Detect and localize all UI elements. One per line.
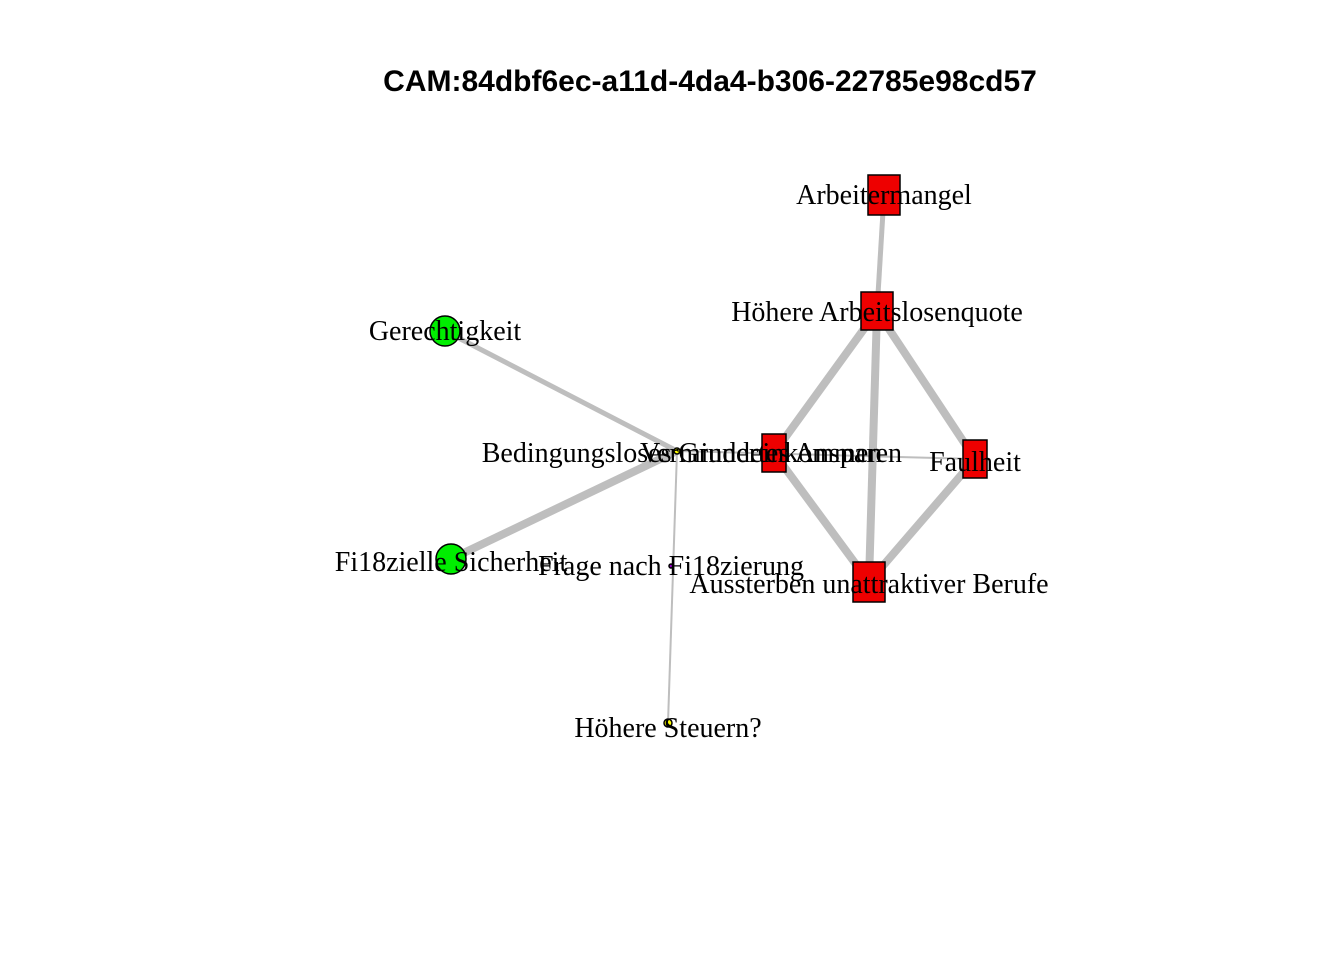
edge-hoehere-arbeitslosenquote-to-faulheit [873,308,979,462]
edge-bedingungsloses-grundeinkommen-to-hoehere-steuern [667,450,678,724]
node-label-arbeitermangel: Arbeitermangel [796,180,972,211]
node-hoehere-steuern [663,718,673,728]
node-finanzielle-sicherheit [435,543,467,575]
node-label-aussterben-unattraktiver-berufe: Aussterben unattraktiver Berufe [689,569,1048,600]
node-arbeitermangel [867,174,901,216]
edge-faulheit-to-aussterben-unattraktiver-berufe [865,456,979,585]
node-label-gerechtigkeit: Gerechtigkeit [369,316,522,347]
node-label-faulheit: Faulheit [929,447,1021,478]
node-hoehere-arbeitslosenquote [860,291,894,331]
edge-bedingungsloses-grundeinkommen-to-faulheit [676,450,976,460]
edge-hoehere-arbeitslosenquote-to-vermindertes-ansparen [770,308,881,456]
node-gerechtigkeit [429,315,461,347]
node-bedingungsloses-grundeinkommen [673,447,681,455]
edge-vermindertes-ansparen-to-aussterben-unattraktiver-berufe [770,450,873,585]
node-faulheit [962,439,988,479]
node-frage-nach-finanzierung [668,563,674,569]
edge-hoehere-arbeitslosenquote-to-aussterben-unattraktiver-berufe [865,310,881,583]
node-label-finanzielle-sicherheit: Fi18zielle Sicherheit [335,547,568,578]
edge-bedingungsloses-grundeinkommen-to-finanzielle-sicherheit [449,447,679,563]
nodes-layer [429,174,988,728]
node-aussterben-unattraktiver-berufe [852,561,886,603]
map-title: CAM:84dbf6ec-a11d-4da4-b306-22785e98cd57 [383,65,1037,98]
edge-bedingungsloses-grundeinkommen-to-gerechtigkeit [443,328,679,454]
node-label-vermindertes-ansparen: Vermindertes Ansparen [640,438,902,469]
node-label-bedingungsloses-grundeinkommen: Bedingungsloses Grundeinkommen [482,438,883,469]
edges-layer [443,194,979,724]
node-label-hoehere-steuern: Höhere Steuern? [574,713,761,744]
node-label-frage-nach-finanzierung: Frage nach Fi18zierung [538,551,804,582]
node-label-hoehere-arbeitslosenquote: Höhere Arbeitslosenquote [731,297,1023,328]
node-vermindertes-ansparen [761,433,787,473]
